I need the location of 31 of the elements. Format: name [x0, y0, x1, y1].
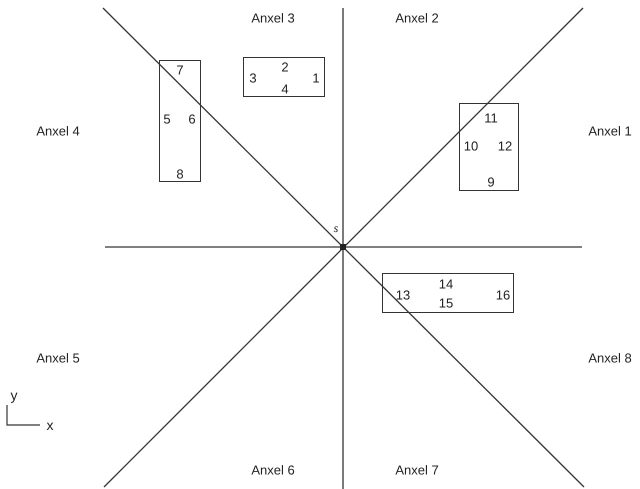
- point-number: 8: [176, 168, 184, 180]
- axis-label: x: [46, 418, 54, 432]
- sector-label: Anxel 1: [588, 124, 632, 138]
- sector-label: Anxel 7: [395, 464, 439, 476]
- point-number: 15: [438, 296, 454, 310]
- point-number: 5: [163, 112, 171, 126]
- region-box: [159, 60, 201, 182]
- point-number: 11: [484, 112, 498, 124]
- region-box: [243, 57, 325, 97]
- sector-label: Anxel 5: [36, 352, 80, 364]
- point-number: 3: [249, 72, 257, 84]
- point-number: 4: [281, 82, 289, 96]
- point-number: 1: [312, 72, 320, 84]
- point-number: 12: [498, 140, 512, 152]
- point-number: 9: [487, 176, 495, 188]
- point-number: 10: [464, 140, 478, 152]
- point-number: 16: [496, 288, 510, 302]
- point-number: 6: [188, 112, 196, 126]
- axis-label: y: [10, 388, 18, 402]
- sector-label: Anxel 3: [251, 12, 295, 24]
- sector-label: Anxel 8: [588, 352, 632, 364]
- sector-label: Anxel 2: [395, 12, 439, 24]
- point-number: 14: [438, 278, 454, 290]
- point-number: 13: [396, 288, 410, 302]
- region-box: [382, 273, 514, 313]
- point-number: 2: [281, 60, 289, 74]
- region-box: [459, 103, 519, 191]
- point-label: s: [334, 222, 338, 234]
- sector-label: Anxel 4: [36, 124, 80, 138]
- sector-label: Anxel 6: [251, 464, 295, 476]
- point-number: 7: [176, 64, 184, 76]
